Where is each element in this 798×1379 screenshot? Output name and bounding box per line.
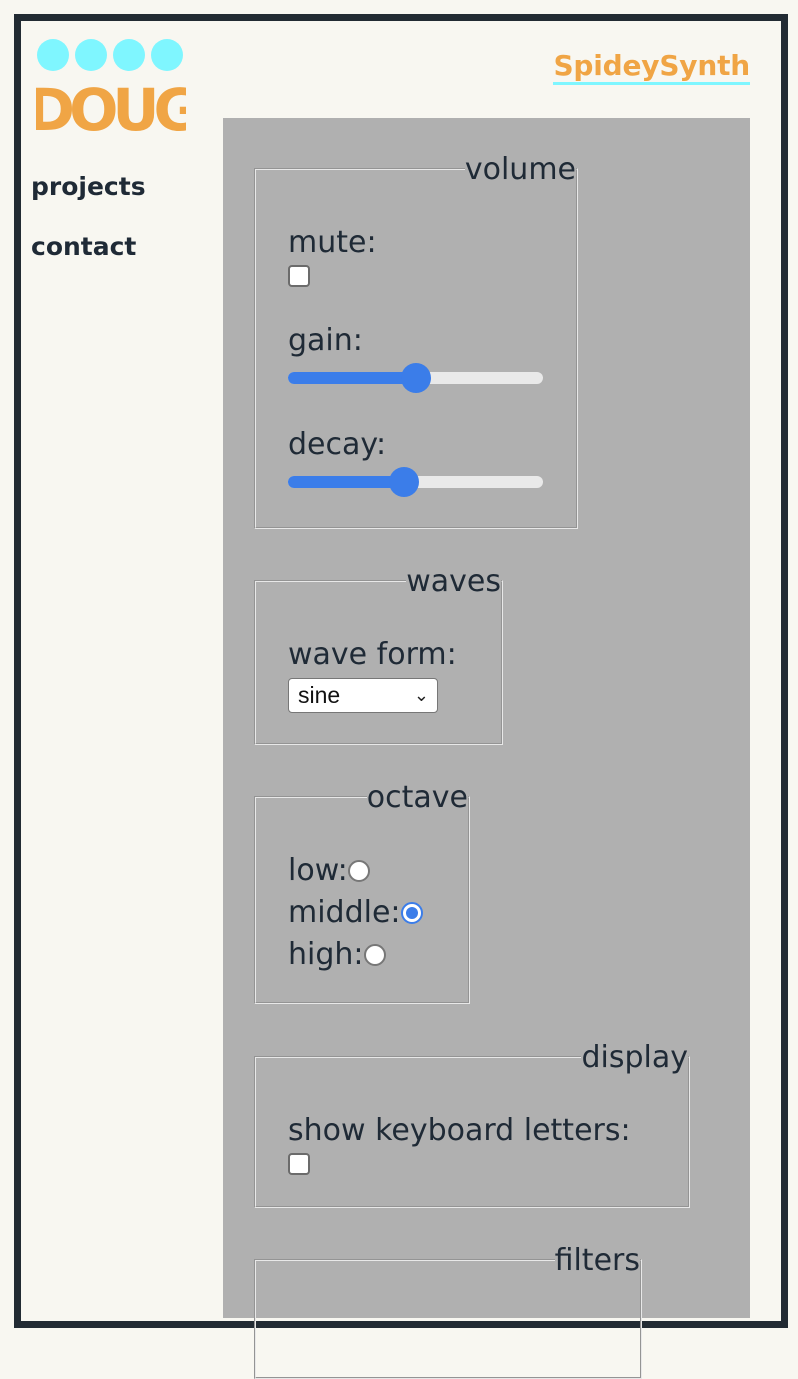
octave-high-label: high: [288, 937, 364, 972]
gain-slider-thumb[interactable] [400, 363, 431, 393]
nav-item-contact[interactable]: contact [31, 232, 137, 261]
octave-low-label: low: [288, 853, 348, 888]
decay-slider[interactable] [288, 467, 543, 497]
octave-option-high: high: [288, 938, 386, 972]
decay-label: decay: [288, 427, 387, 462]
nav-item-projects[interactable]: projects [31, 172, 146, 201]
chevron-down-icon: ⌄ [413, 685, 429, 705]
display-fieldset: display show keyboard letters: [254, 1041, 690, 1208]
wave-form-select[interactable]: sine ⌄ [288, 678, 438, 713]
volume-fieldset: volume mute: gain: decay: [254, 153, 578, 529]
octave-high-radio[interactable] [363, 944, 386, 966]
svg-text:DOUG: DOUG [36, 76, 186, 132]
wave-form-value: sine [298, 682, 341, 708]
decay-slider-fill [288, 476, 405, 488]
volume-legend: volume [464, 152, 576, 187]
gain-label: gain: [288, 323, 363, 358]
octave-legend: octave [366, 780, 468, 815]
waves-fieldset: waves wave form: sine ⌄ [254, 565, 503, 745]
site-title-link[interactable]: SpideySynth [553, 50, 750, 85]
octave-low-radio[interactable] [347, 860, 370, 882]
octave-middle-radio[interactable] [400, 902, 423, 924]
doug-logo[interactable]: DOUG [36, 38, 186, 132]
show-keyboard-letters-checkbox[interactable] [288, 1153, 310, 1175]
mute-checkbox[interactable] [288, 265, 310, 287]
mute-label: mute: [288, 225, 377, 260]
octave-middle-label: middle: [288, 895, 401, 930]
side-nav: projects contact [31, 170, 146, 290]
octave-option-middle: middle: [288, 896, 423, 930]
display-legend: display [581, 1040, 688, 1075]
octave-fieldset: octave low: middle: high: [254, 781, 470, 1004]
filters-fieldset: filters [254, 1244, 642, 1379]
octave-option-low: low: [288, 854, 370, 888]
show-keyboard-letters-label: show keyboard letters: [288, 1113, 631, 1148]
decay-slider-thumb[interactable] [389, 467, 420, 497]
gain-slider[interactable] [288, 363, 543, 393]
wave-form-label: wave form: [288, 637, 457, 672]
gain-slider-fill [288, 372, 416, 384]
filters-legend: filters [554, 1243, 640, 1278]
waves-legend: waves [406, 564, 501, 599]
synth-controls-panel: volume mute: gain: decay: waves wave for… [223, 118, 750, 1379]
